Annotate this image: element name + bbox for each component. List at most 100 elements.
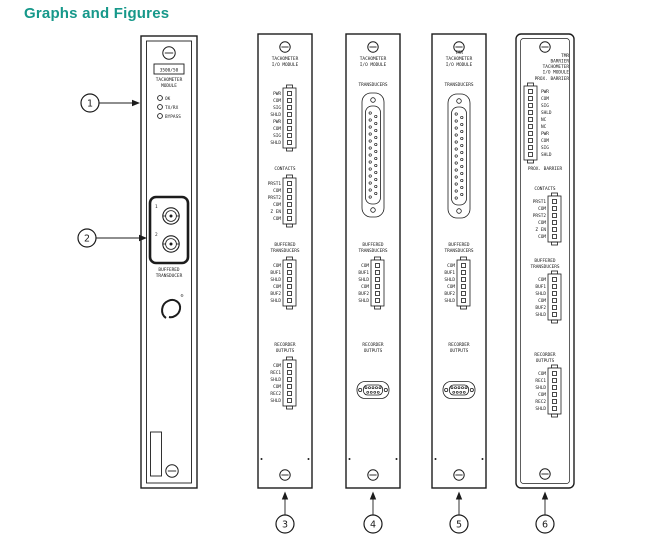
- bnc-number: 2: [155, 232, 158, 238]
- callout-number: 4: [370, 520, 376, 531]
- terminal-label: SIG: [541, 145, 549, 151]
- terminal-label: COM: [538, 220, 546, 226]
- terminal-label: SHLD: [270, 298, 281, 304]
- section-title-line: BUFFERED: [534, 258, 556, 264]
- callout-number: 6: [542, 520, 548, 531]
- led-label: BYPASS: [165, 114, 181, 120]
- terminal-label: SHLD: [541, 110, 552, 116]
- terminal-label: PWR: [541, 89, 549, 95]
- alignment-hole: [307, 458, 310, 460]
- terminal-label: COM: [273, 188, 281, 194]
- section-title-line: OUTPUTS: [364, 348, 383, 354]
- terminal-label: COM: [538, 298, 546, 304]
- alignment-hole: [260, 458, 263, 460]
- terminal-label: REC1: [270, 370, 281, 376]
- callout-3: 3: [275, 491, 295, 534]
- screw-icon: [453, 469, 465, 481]
- led-label: TX/RX: [165, 105, 179, 111]
- callout-number: 5: [456, 520, 462, 531]
- terminal-label: PRST1: [268, 181, 282, 187]
- io1-contacts-terminal-block: [282, 174, 297, 228]
- terminal-label: SHLD: [270, 112, 281, 118]
- section-title-line: RECORDER: [534, 352, 556, 358]
- terminal-label: COM: [273, 284, 281, 290]
- io2-transducers-title: TRANSDUCERS: [358, 82, 387, 88]
- terminal-label: BUF2: [270, 291, 281, 297]
- screw-icon: [367, 41, 379, 53]
- screw-icon: [367, 469, 379, 481]
- page-title: Graphs and Figures: [24, 5, 170, 22]
- callout-number: 2: [84, 234, 90, 245]
- io1-title-line: I/O MODULE: [272, 62, 299, 68]
- buffered-transducer-line: BUFFERED: [158, 267, 180, 273]
- arrowhead-icon: [132, 99, 140, 107]
- terminal-label: COM: [273, 126, 281, 132]
- terminal-label: PRST2: [533, 213, 547, 219]
- section-title-line: TRANSDUCERS: [530, 264, 559, 270]
- terminal-label: COM: [541, 96, 549, 102]
- ejector-slot: [150, 431, 162, 477]
- section-title-line: BUFFERED: [274, 242, 296, 248]
- terminal-label: BUF1: [358, 270, 369, 276]
- io4-title-line: TMR: [561, 53, 569, 59]
- terminal-label: SHLD: [444, 277, 455, 283]
- io4-title-line: I/O MODULE: [543, 70, 570, 76]
- section-title-line: TRANSDUCERS: [358, 248, 387, 254]
- bnc-connector-1-icon: [162, 207, 180, 225]
- callout-circle: [449, 514, 469, 534]
- section-title-line: OUTPUTS: [450, 348, 469, 354]
- terminal-label: Z EN: [535, 227, 546, 233]
- terminal-label: SHLD: [358, 298, 369, 304]
- terminal-label: BUF1: [444, 270, 455, 276]
- terminal-label: COM: [538, 392, 546, 398]
- io2-title-line: TACHOMETER: [360, 56, 387, 62]
- callout-circle: [77, 228, 97, 248]
- io4-contacts-title: CONTACTS: [534, 186, 556, 192]
- terminal-label: SHLD: [270, 377, 281, 383]
- section-title-line: RECORDER: [362, 342, 384, 348]
- io4-power-terminal-block: [523, 82, 538, 164]
- io1-power-terminal-block: [282, 84, 297, 152]
- terminal-label: BUF1: [535, 284, 546, 290]
- terminal-label: SHLD: [270, 277, 281, 283]
- io4-title-line: TACHOMETER: [543, 64, 570, 70]
- section-title-line: BUFFERED: [362, 242, 384, 248]
- terminal-label: SHLD: [270, 140, 281, 146]
- brand-logo-icon: [161, 299, 182, 319]
- terminal-label: SHLD: [535, 291, 546, 297]
- io4-prox-barrier-bottom: PROX. BARRIER: [528, 166, 563, 172]
- callout-number: 1: [87, 99, 93, 110]
- callout-circle: [275, 514, 295, 534]
- terminal-label: COM: [541, 138, 549, 144]
- terminal-label: PRST1: [533, 199, 547, 205]
- terminal-label: COM: [273, 263, 281, 269]
- terminal-label: SHLD: [535, 312, 546, 318]
- arrowhead-icon: [281, 491, 289, 500]
- terminal-label: COM: [538, 234, 546, 240]
- io3-title-line: I/O MODULE: [446, 62, 473, 68]
- io3-title-line: TACHOMETER: [446, 56, 473, 62]
- terminal-label: COM: [273, 98, 281, 104]
- alignment-hole: [481, 458, 484, 460]
- terminal-label: COM: [273, 363, 281, 369]
- terminal-label: PRST2: [268, 195, 282, 201]
- terminal-label: SHLD: [535, 385, 546, 391]
- callout-6: 6: [535, 491, 555, 534]
- terminal-label: COM: [447, 263, 455, 269]
